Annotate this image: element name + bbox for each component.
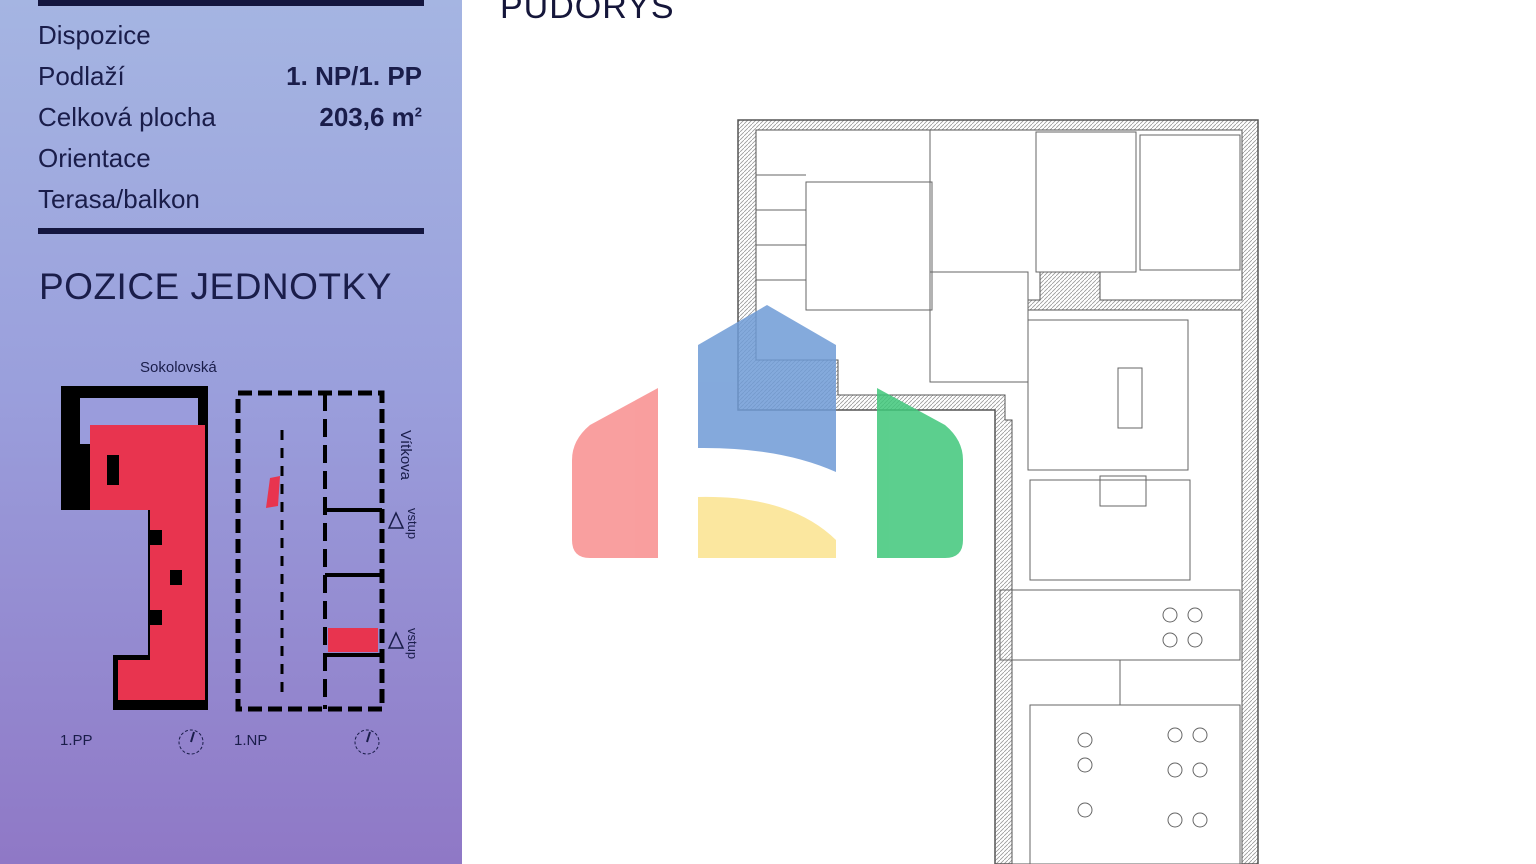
row-orientace: Orientace bbox=[38, 143, 424, 173]
entrance-arrow-icon bbox=[387, 631, 405, 649]
watermark-logo-icon bbox=[572, 305, 963, 558]
label: Orientace bbox=[38, 143, 151, 173]
label: Celková plocha bbox=[38, 102, 216, 132]
value: 203,6 m2 bbox=[319, 102, 422, 133]
row-podlazi: Podlaží 1. NP/1. PP bbox=[38, 61, 424, 91]
area-value: 203,6 m bbox=[319, 102, 415, 132]
floor-label-pp: 1.PP bbox=[60, 732, 93, 749]
position-mini-plans bbox=[61, 386, 405, 755]
label: Terasa/balkon bbox=[38, 184, 200, 214]
plan-rooms bbox=[756, 130, 1241, 864]
north-arrow-icon bbox=[178, 729, 204, 755]
label: Podlaží bbox=[38, 61, 125, 91]
unit-sup: 2 bbox=[414, 104, 422, 120]
unit-info-panel: Dispozice Podlaží 1. NP/1. PP Celková plo… bbox=[0, 0, 462, 864]
position-title: POZICE JEDNOTKY bbox=[39, 266, 392, 307]
entrance-arrow-icon bbox=[387, 511, 405, 529]
row-dispozice: Dispozice bbox=[38, 20, 424, 50]
mini-plan-1np bbox=[235, 390, 405, 755]
row-terasa: Terasa/balkon bbox=[38, 184, 424, 214]
street-sokolovska: Sokolovská bbox=[140, 359, 217, 376]
label: Dispozice bbox=[38, 20, 151, 50]
north-arrow-icon bbox=[354, 729, 380, 755]
plan-title: PŮDORYS bbox=[500, 0, 675, 26]
bottom-divider bbox=[38, 228, 424, 234]
top-divider bbox=[38, 0, 424, 6]
value: 1. NP/1. PP bbox=[286, 61, 422, 91]
row-plocha: Celková plocha 203,6 m2 bbox=[38, 102, 424, 132]
floor-label-np: 1.NP bbox=[234, 732, 268, 749]
mini-plan-1pp bbox=[61, 386, 208, 755]
